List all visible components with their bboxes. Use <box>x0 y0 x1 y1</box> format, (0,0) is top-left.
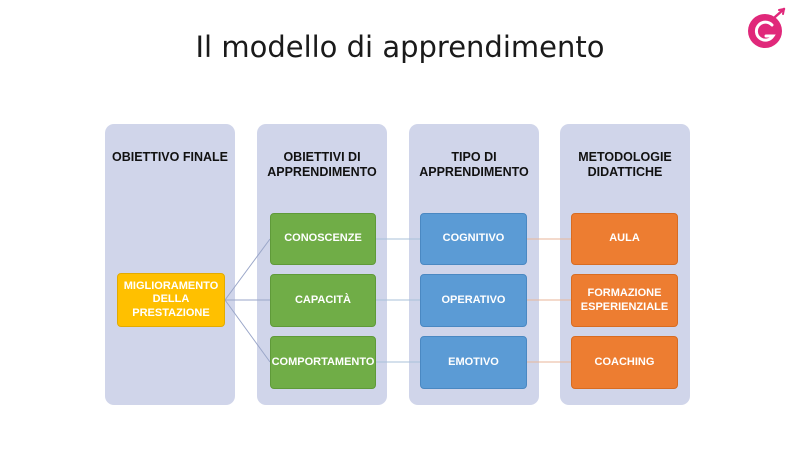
brand-logo-icon <box>748 7 786 48</box>
column-header: METODOLOGIE DIDATTICHE <box>578 150 672 179</box>
box-cognitivo: COGNITIVO <box>420 213 527 265</box>
connector-line <box>224 299 271 363</box>
connector-line <box>224 238 271 301</box>
column-header: TIPO DI APPRENDIMENTO <box>419 150 529 179</box>
box-formazione-esperienziale: FORMAZIONE ESPERIENZIALE <box>571 274 678 327</box>
box-capacita: CAPACITÀ <box>270 274 376 327</box>
box-miglioramento-prestazione: MIGLIORAMENTO DELLA PRESTAZIONE <box>117 273 225 327</box>
box-comportamento: COMPORTAMENTO <box>270 336 376 389</box>
box-conoscenze: CONOSCENZE <box>270 213 376 265</box>
box-operativo: OPERATIVO <box>420 274 527 327</box>
box-coaching: COACHING <box>571 336 678 389</box>
column-header: OBIETTIVI DI APPRENDIMENTO <box>267 150 377 179</box>
box-aula: AULA <box>571 213 678 265</box>
slide-title: Il modello di apprendimento <box>195 30 605 64</box>
column-header: OBIETTIVO FINALE <box>112 150 228 164</box>
box-emotivo: EMOTIVO <box>420 336 527 389</box>
column-obiettivo-finale: OBIETTIVO FINALE <box>105 124 235 405</box>
